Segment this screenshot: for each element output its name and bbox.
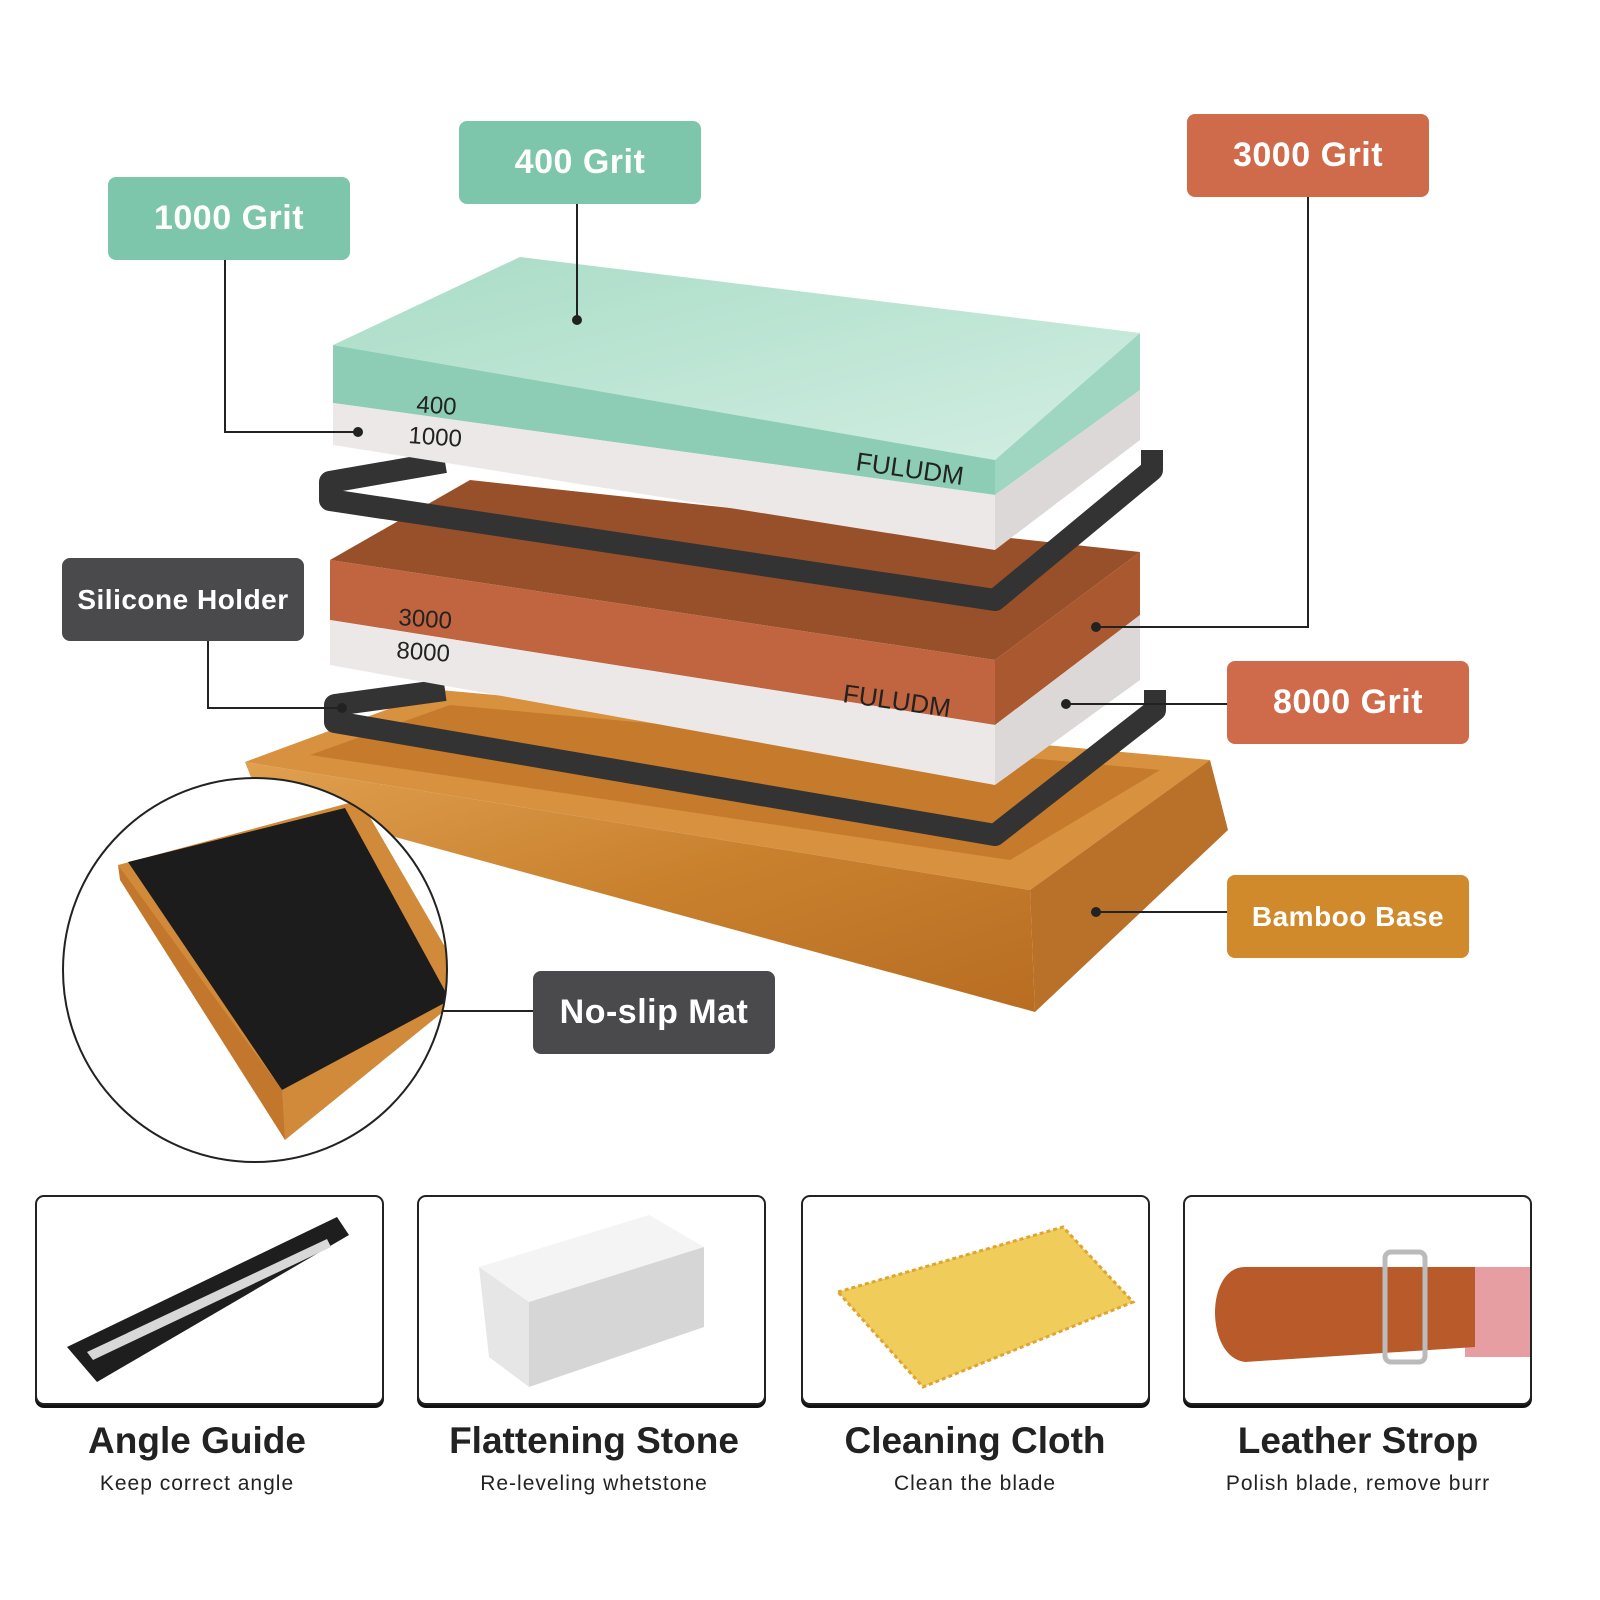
label-silicone-holder: Silicone Holder: [62, 558, 304, 641]
accessory-title-cleaning-cloth: Cleaning Cloth: [844, 1420, 1106, 1461]
angle-guide-card: [35, 1195, 384, 1405]
leather-strop-image: [1215, 1249, 1530, 1365]
label-bamboo-base: Bamboo Base: [1227, 875, 1469, 958]
label-3000-grit: 3000 Grit: [1187, 114, 1429, 197]
accessory-subtitle-angle-guide: Keep correct angle: [99, 1472, 295, 1495]
marking-400: 400: [416, 391, 458, 421]
silicone-holder-lower: [324, 679, 1166, 846]
label-no-slip-mat: No-slip Mat: [533, 971, 775, 1054]
marking-8000: 8000: [396, 637, 451, 668]
cleaning-cloth-image: [835, 1225, 1136, 1389]
whetstone-400-1000: [333, 257, 1140, 550]
leader-lines: [207, 197, 1309, 1012]
flattening-stone-image: [479, 1215, 704, 1387]
label-400-grit: 400 Grit: [459, 121, 701, 204]
label-1000-grit: 1000 Grit: [108, 177, 350, 260]
angle-guide-image: [67, 1217, 349, 1382]
cleaning-cloth-card: [801, 1195, 1150, 1405]
accessory-subtitle-flattening-stone: Re-leveling whetstone: [480, 1472, 708, 1495]
accessory-title-angle-guide: Angle Guide: [88, 1420, 306, 1461]
label-8000-grit: 8000 Grit: [1227, 661, 1469, 744]
marking-1000: 1000: [408, 422, 463, 453]
accessory-subtitle-leather-strop: Polish blade, remove burr: [1225, 1472, 1491, 1495]
marking-3000: 3000: [398, 604, 453, 635]
leather-strop-card: [1183, 1195, 1532, 1405]
leader-dots: [337, 315, 1101, 917]
accessory-title-leather-strop: Leather Strop: [1237, 1420, 1479, 1461]
accessory-subtitle-cleaning-cloth: Clean the blade: [893, 1472, 1057, 1495]
flattening-stone-card: [417, 1195, 766, 1405]
silicone-holder-upper: [319, 450, 1163, 611]
accessory-title-flattening-stone: Flattening Stone: [449, 1420, 739, 1461]
no-slip-mat-inset: [62, 777, 448, 1163]
